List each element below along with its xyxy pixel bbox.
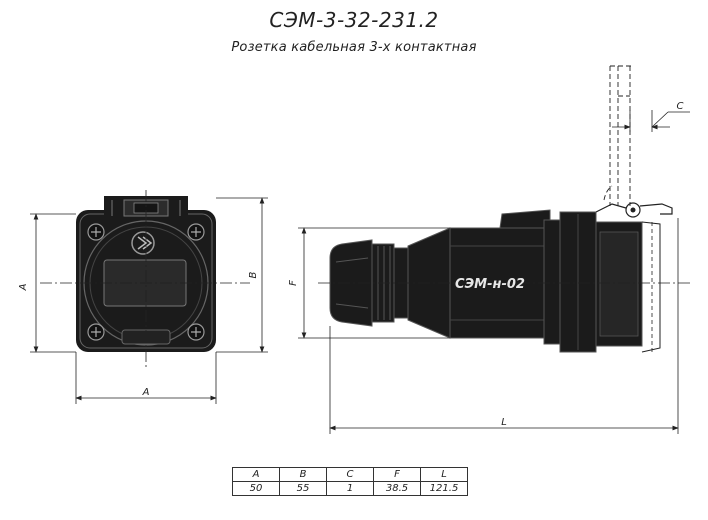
screw-icon bbox=[87, 323, 105, 341]
side-view bbox=[318, 65, 690, 353]
dim-label-lid-gap: C bbox=[677, 101, 684, 112]
dim-label-side-length: L bbox=[501, 417, 507, 428]
table-value-cell: 50 bbox=[232, 481, 280, 496]
screw-icon bbox=[87, 223, 105, 241]
table-value-cell: 55 bbox=[279, 481, 327, 496]
side-dimensions bbox=[298, 110, 690, 434]
lid-open-outline bbox=[603, 65, 632, 206]
drawing-subtitle: Розетка кабельная 3-х контактная bbox=[231, 40, 477, 55]
table-header-cell: L bbox=[420, 467, 468, 482]
side-flange bbox=[543, 219, 561, 345]
table-header-cell: C bbox=[326, 467, 374, 482]
table-value-cell: 1 bbox=[326, 481, 374, 496]
front-dimensions bbox=[30, 197, 268, 404]
dimension-table: A B C F L 50 55 1 38.5 121.5 bbox=[232, 467, 468, 496]
logo-icon bbox=[131, 231, 155, 255]
front-view bbox=[40, 190, 250, 370]
table-value-cell: 38.5 bbox=[373, 481, 421, 496]
drawing-title: СЭМ-3-32-231.2 bbox=[269, 8, 439, 32]
table-row: A B C F L bbox=[232, 467, 468, 482]
dim-label-front-width: A bbox=[142, 387, 150, 398]
dim-label-side-height: F bbox=[288, 280, 299, 286]
table-header-cell: B bbox=[279, 467, 327, 482]
table-row: 50 55 1 38.5 121.5 bbox=[232, 481, 468, 496]
dim-label-front-height-outer: B bbox=[248, 271, 259, 278]
table-value-cell: 121.5 bbox=[420, 481, 468, 496]
table-header-cell: F bbox=[373, 467, 421, 482]
screw-icon bbox=[187, 223, 205, 241]
top-clip bbox=[499, 209, 551, 229]
screw-icon bbox=[187, 323, 205, 341]
table-header-cell: A bbox=[232, 467, 280, 482]
body-marking: СЭМ-н-02 bbox=[455, 277, 525, 292]
dim-label-front-height: A bbox=[18, 283, 29, 291]
